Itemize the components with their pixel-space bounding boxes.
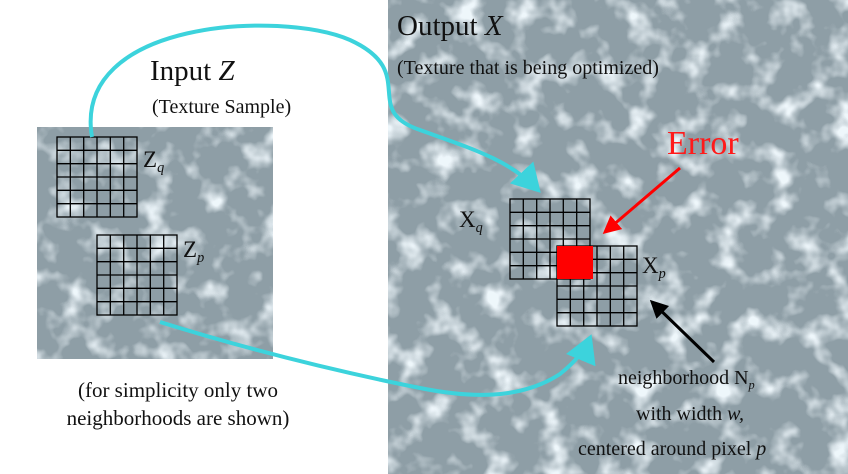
- arrow-error: [602, 166, 681, 234]
- neighborhood-line-2-var: w,: [727, 403, 744, 425]
- input-texture: [37, 127, 273, 359]
- simplicity-note: (for simplicity only two neighborhoods a…: [2, 376, 354, 432]
- arrow-zq-to-xq: [88, 23, 541, 193]
- output-title-prefix: Output: [397, 10, 485, 42]
- label-xp-sub: p: [658, 266, 666, 283]
- label-zp-letter: Z: [183, 237, 198, 262]
- neighborhood-line-1-sub: p: [748, 377, 755, 392]
- label-zq: Zq: [143, 147, 164, 176]
- error-label: Error: [667, 125, 739, 162]
- label-zq-sub: q: [157, 160, 165, 177]
- label-zp-sub: p: [197, 250, 205, 267]
- neighborhood-line-3-var: p: [756, 438, 767, 460]
- input-title-prefix: Input: [150, 55, 219, 87]
- arrow-neighborhood: [649, 299, 716, 364]
- neighborhood-line-1-text: neighborhood N: [618, 367, 749, 389]
- output-title-var: X: [484, 10, 503, 42]
- label-xp-letter: X: [642, 253, 659, 278]
- label-xq-sub: q: [475, 220, 483, 237]
- output-title: Output X: [397, 12, 503, 41]
- patch-xp-grid: [556, 245, 638, 327]
- input-title-var: Z: [218, 55, 235, 87]
- patch-zq-grid: [56, 136, 138, 218]
- label-xq: Xq: [459, 207, 483, 236]
- error-pixel: [557, 246, 593, 279]
- input-title: Input Z: [150, 57, 235, 86]
- input-subtitle: (Texture Sample): [152, 96, 292, 118]
- neighborhood-line-2: with width w,: [636, 404, 744, 424]
- output-subtitle: (Texture that is being optimized): [397, 57, 659, 79]
- neighborhood-line-2-text: with width: [636, 403, 728, 425]
- neighborhood-line-3: centered around pixel p: [578, 439, 766, 459]
- patch-zp-grid: [96, 234, 178, 316]
- note-line-2: neighborhoods are shown): [66, 406, 290, 430]
- arrow-zp-to-xp: [159, 320, 596, 397]
- patch-xq-grid: [509, 198, 591, 280]
- neighborhood-line-3-text: centered around pixel: [578, 438, 757, 460]
- neighborhood-line-1: neighborhood Np: [618, 367, 755, 391]
- label-zp: Zp: [183, 237, 204, 266]
- label-xq-letter: X: [459, 207, 476, 232]
- note-line-1: (for simplicity only two: [77, 378, 279, 402]
- label-zq-letter: Z: [143, 147, 158, 172]
- label-xp: Xp: [642, 253, 666, 282]
